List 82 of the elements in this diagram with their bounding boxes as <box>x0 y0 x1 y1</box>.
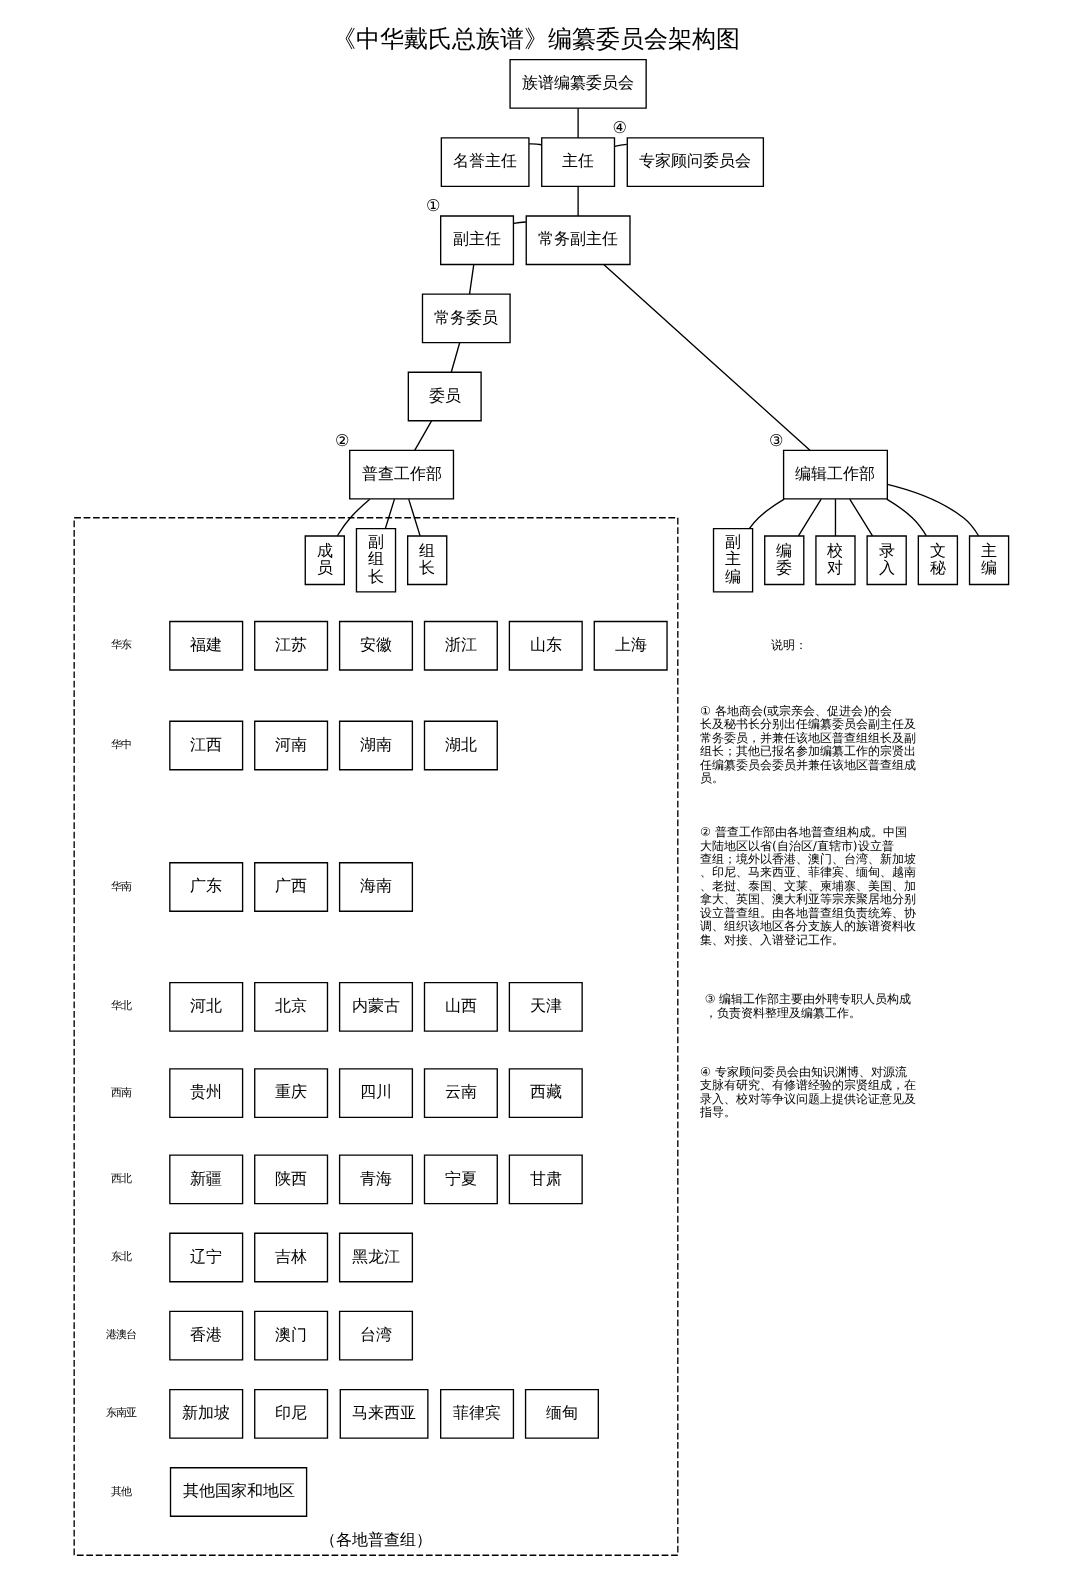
node-box: 湖南 <box>337 720 413 771</box>
connector <box>467 263 474 295</box>
node-label: ③ <box>767 429 783 450</box>
node-box: 副组长 <box>354 527 396 593</box>
node-box: 普查工作部 <box>348 449 454 500</box>
connector <box>335 498 370 537</box>
node-box: 名誉主任 <box>439 137 529 187</box>
node-box: 贵州 <box>168 1068 243 1119</box>
node-box: 海南 <box>337 862 413 912</box>
node-box: 常务副主任 <box>524 215 630 266</box>
node-label: ① <box>425 195 440 216</box>
node-box: 江西 <box>168 720 243 771</box>
node-box: 专家顾问委员会 <box>625 137 764 187</box>
node-box: 台湾 <box>337 1310 413 1361</box>
node-box: 新疆 <box>168 1154 243 1205</box>
node-box: 天津 <box>507 981 582 1032</box>
node-box: 澳门 <box>253 1310 328 1361</box>
node-box: 主任 <box>540 137 615 187</box>
node-box: 广东 <box>168 862 243 912</box>
node-box: 山西 <box>422 981 497 1032</box>
node-box: 编委 <box>763 535 804 586</box>
node-box: 组长 <box>406 535 447 586</box>
node-box: 内蒙古 <box>337 981 413 1032</box>
node-box: 宁夏 <box>422 1154 497 1205</box>
connector <box>512 221 526 225</box>
node-box: 河南 <box>253 720 328 771</box>
node-box: 录入 <box>865 535 906 586</box>
node-box: 校对 <box>814 535 855 586</box>
node-box: 浙江 <box>422 620 497 671</box>
node-box: 四川 <box>337 1068 413 1119</box>
connector <box>576 185 578 217</box>
node-box: 编辑工作部 <box>781 449 887 500</box>
connector <box>527 143 542 146</box>
connector <box>885 498 926 537</box>
node-box: 成员 <box>303 535 344 586</box>
node-box: 黑龙江 <box>337 1232 413 1283</box>
node-box: 副主任 <box>439 215 514 266</box>
connector <box>747 498 784 529</box>
node-box: 云南 <box>422 1068 497 1119</box>
node-box: 其他国家和地区 <box>168 1467 307 1517</box>
node-box: 安徽 <box>337 620 413 671</box>
node-box: 主编 <box>967 535 1009 586</box>
node-box: 马来西亚 <box>338 1388 428 1439</box>
node-box: 文秘 <box>916 535 958 586</box>
node-label: ④ <box>611 117 627 138</box>
connector <box>885 483 979 537</box>
connector <box>833 498 836 537</box>
connector <box>449 342 460 373</box>
connector <box>613 143 627 148</box>
node-box: 菲律宾 <box>439 1388 514 1439</box>
node-box: 副主编 <box>711 527 753 593</box>
node-box: 重庆 <box>253 1068 328 1119</box>
node-label: ② <box>334 429 349 450</box>
node-box: 江苏 <box>253 620 328 671</box>
node-box: 青海 <box>337 1154 413 1205</box>
node-box: 族谱编纂委员会 <box>508 58 646 109</box>
node-box: 常务委员 <box>420 293 510 344</box>
node-box: 河北 <box>168 981 243 1032</box>
node-box: 山东 <box>507 620 582 671</box>
node-box: 上海 <box>592 620 667 671</box>
node-box: 委员 <box>406 371 481 422</box>
node-box: 湖北 <box>422 720 497 771</box>
node-box: 北京 <box>253 981 328 1032</box>
node-box: 广西 <box>253 862 328 912</box>
node-box: 印尼 <box>253 1388 328 1439</box>
connector <box>602 263 810 451</box>
node-box: 香港 <box>168 1310 243 1361</box>
node-box: 甘肃 <box>507 1154 582 1205</box>
connector <box>383 498 395 529</box>
node-box: 新加坡 <box>168 1388 243 1439</box>
connector <box>848 498 873 537</box>
connector <box>413 420 432 452</box>
connector <box>796 498 821 537</box>
node-box: 陕西 <box>253 1154 328 1205</box>
node-box: 福建 <box>168 620 243 671</box>
node-box: 西藏 <box>507 1068 582 1119</box>
connector <box>576 107 578 139</box>
node-box: 缅甸 <box>523 1388 598 1439</box>
diagram-title: 《中华戴氏总族谱》编纂委员会架构图 <box>331 24 739 53</box>
node-box: 辽宁 <box>168 1232 243 1283</box>
node-box: 吉林 <box>253 1232 328 1283</box>
connector <box>407 498 420 537</box>
